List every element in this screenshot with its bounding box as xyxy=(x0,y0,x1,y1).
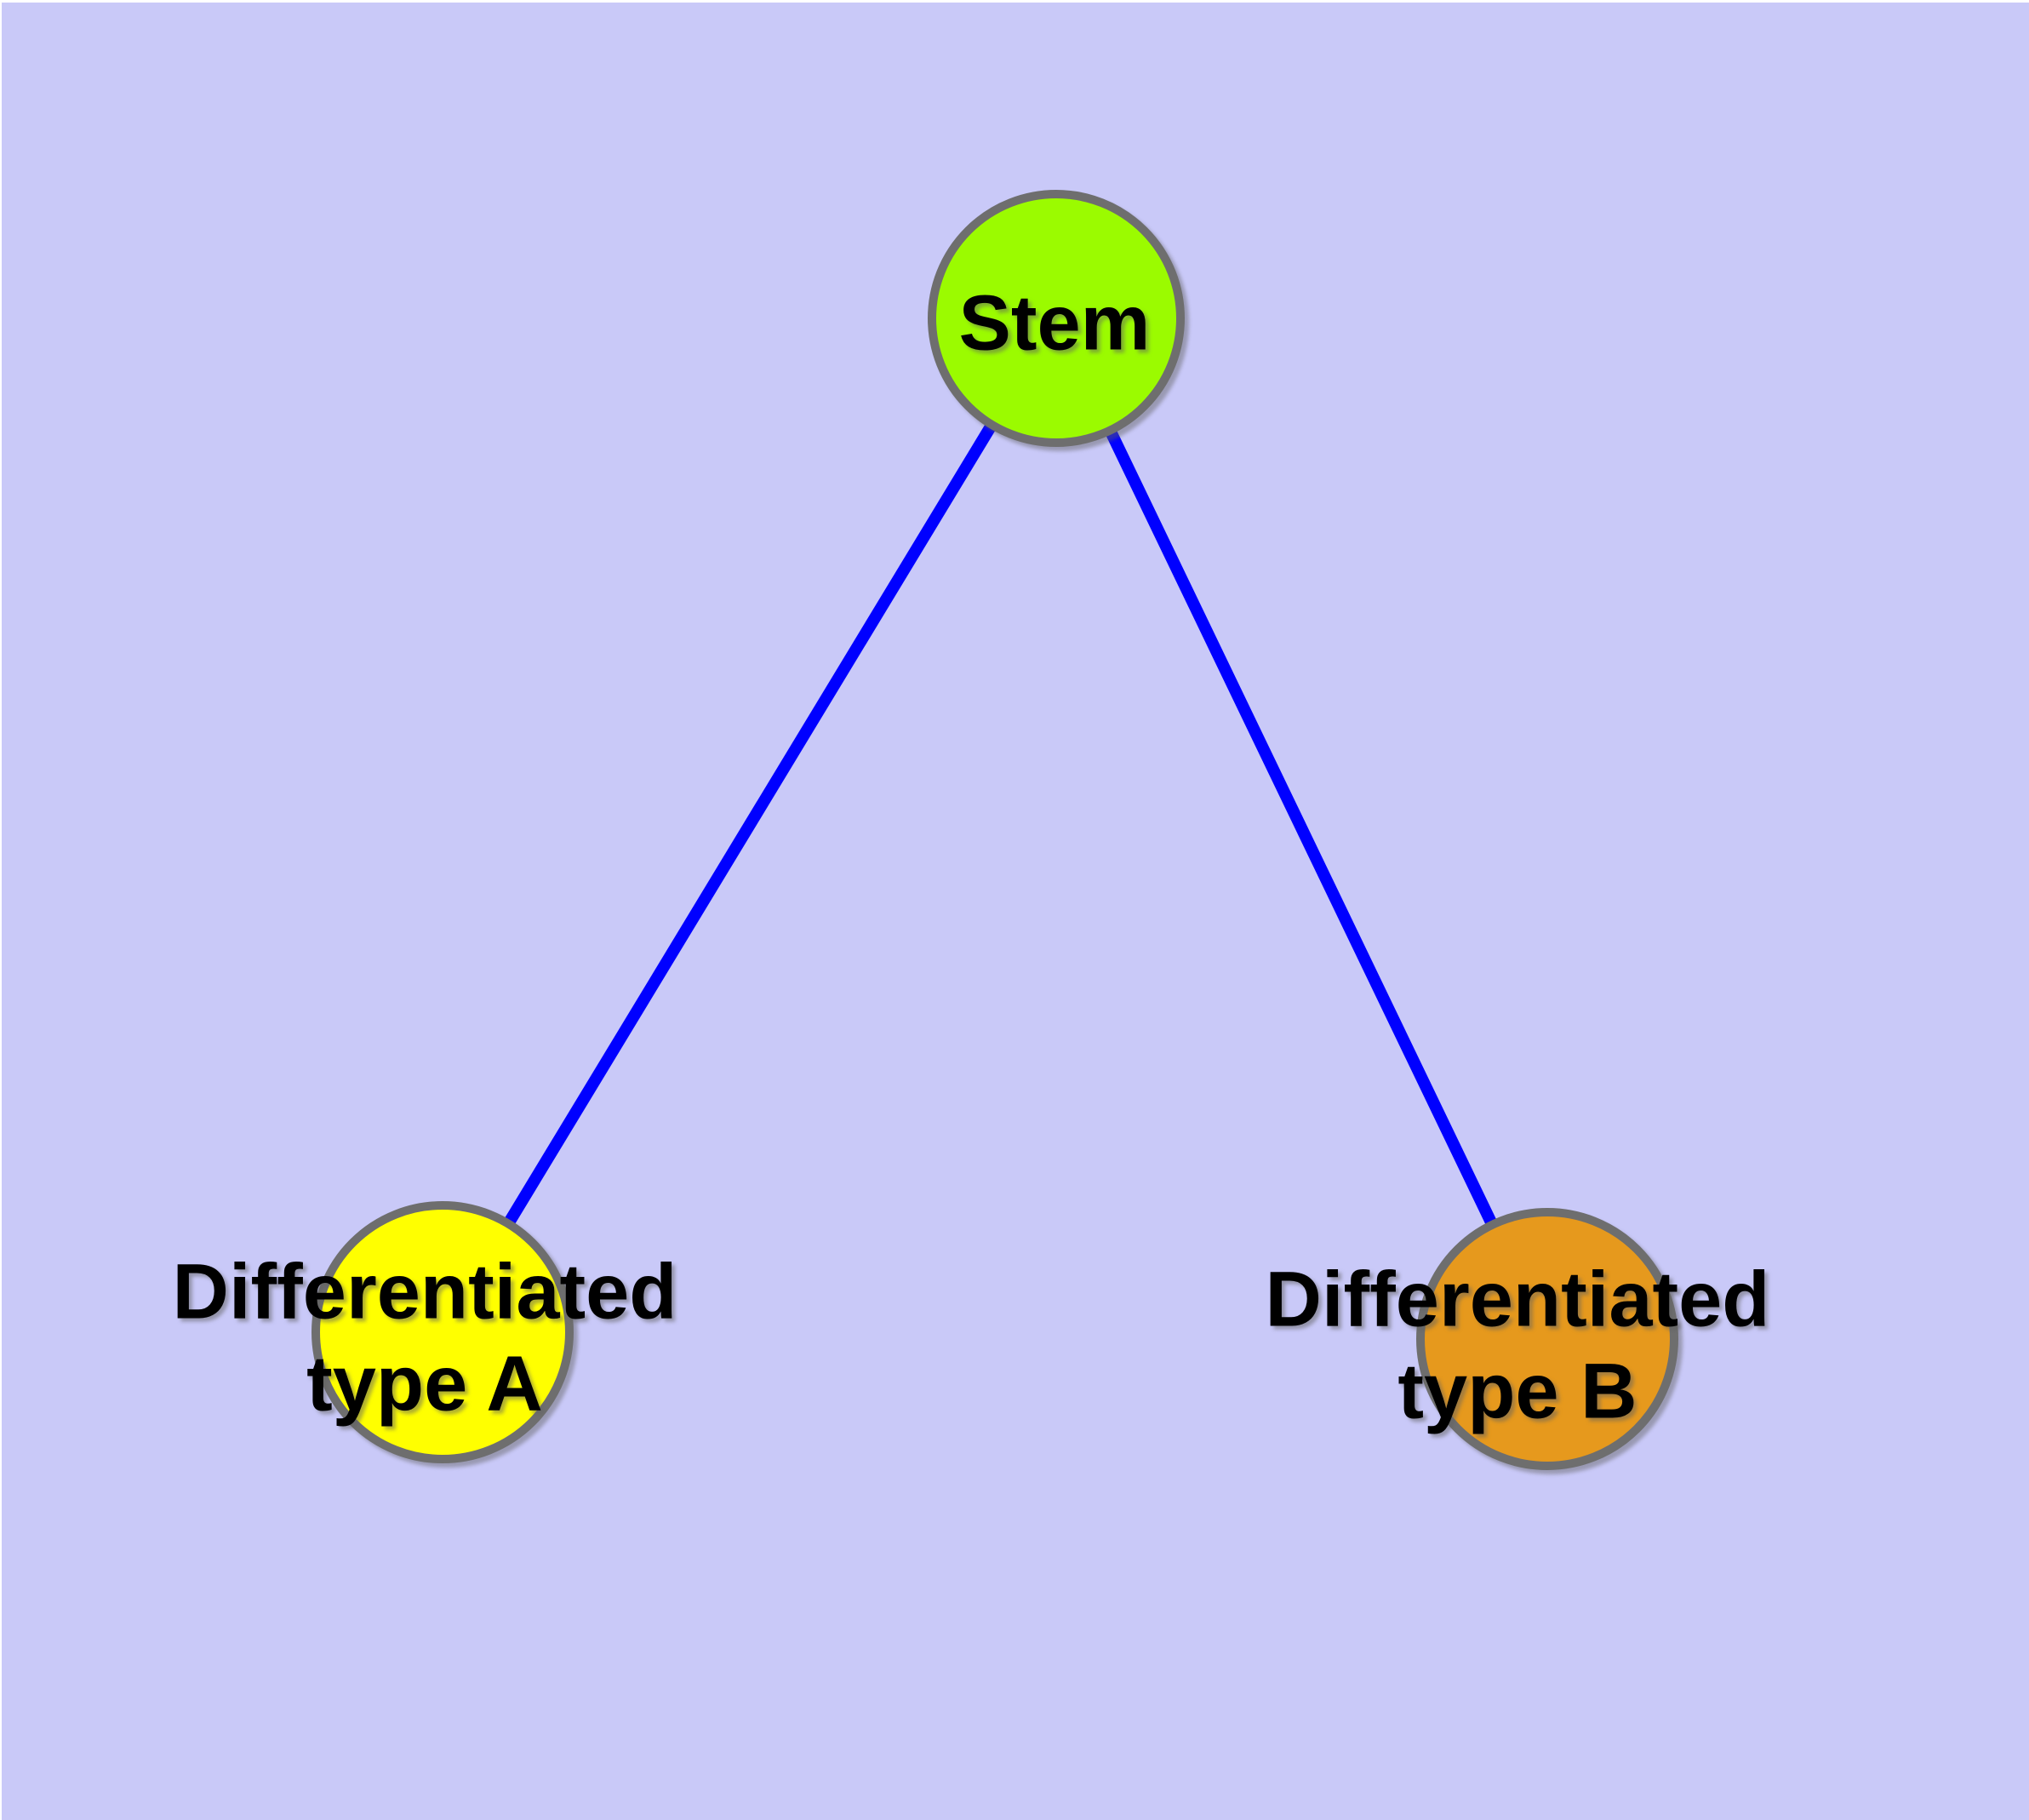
node-label-stem: Stem xyxy=(959,280,1151,367)
edge-stem-to-type-a xyxy=(437,315,1061,1336)
node-label-line: Stem xyxy=(959,280,1151,367)
node-label-line: type A xyxy=(306,1341,543,1428)
node-type-b xyxy=(1416,1208,1678,1470)
node-stem xyxy=(928,190,1185,447)
node-label-line: Differentiated xyxy=(1266,1256,1770,1343)
node-label-line: type B xyxy=(1397,1348,1637,1435)
node-type-a xyxy=(311,1201,574,1463)
edge-stem-to-type-b xyxy=(1050,315,1553,1342)
node-label-line: Differentiated xyxy=(173,1249,677,1336)
